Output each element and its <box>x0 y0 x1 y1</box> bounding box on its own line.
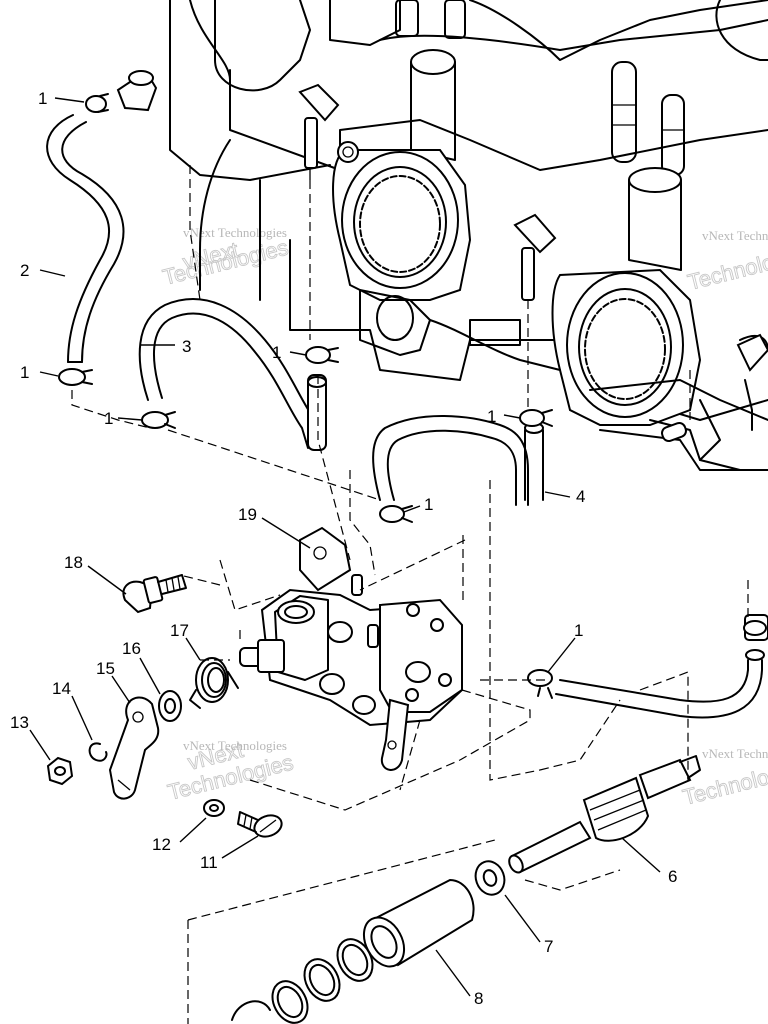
hose-4 <box>372 415 544 506</box>
callout-11: 11 <box>200 853 218 872</box>
callout-17: 17 <box>170 621 189 640</box>
gear-shaft-6 <box>508 755 701 874</box>
washer-12 <box>203 799 225 817</box>
callout-18: 18 <box>64 553 83 572</box>
oil-pump <box>239 526 464 771</box>
callout-14: 14 <box>52 679 71 698</box>
engine-block <box>169 0 768 471</box>
screw-11 <box>237 811 283 838</box>
eclip-14 <box>88 742 108 762</box>
clamp-right <box>743 620 767 636</box>
callout-3: 3 <box>182 337 191 356</box>
callout-13: 13 <box>10 713 29 732</box>
assembly-lines <box>71 165 749 1024</box>
callout-7: 7 <box>544 937 553 956</box>
clamps <box>58 70 767 699</box>
clamp-1a <box>85 93 109 113</box>
carb-fittings <box>298 83 768 372</box>
clamp-1g <box>527 669 553 699</box>
nut-13 <box>46 756 74 786</box>
callout-12: 12 <box>152 835 171 854</box>
callout-1-left: 1 <box>20 363 29 382</box>
spring-17 <box>189 657 239 709</box>
hose-3 <box>138 298 327 451</box>
watermark-outline-right: Technologies <box>685 240 768 295</box>
callout-1-top: 1 <box>38 89 47 108</box>
bushing-8 <box>362 878 475 968</box>
leader-lines <box>29 97 661 997</box>
callout-16: 16 <box>122 639 141 658</box>
callout-6: 6 <box>668 867 677 886</box>
carb-flange-1 <box>332 141 472 301</box>
callout-1-hose3: 1 <box>104 409 113 428</box>
watermark-right-top: vNext Technologies <box>702 228 768 243</box>
callout-labels: 1 2 1 1 1 3 1 1 4 1 19 18 17 16 15 14 13… <box>10 89 677 1008</box>
callout-1-right: 1 <box>574 621 583 640</box>
hose-5 <box>555 614 768 719</box>
clamp-1b <box>58 368 93 386</box>
callout-19: 19 <box>238 505 257 524</box>
callout-1-pump: 1 <box>424 495 433 514</box>
watermark-top: vNext Technologies <box>183 225 287 240</box>
bolt-18 <box>122 574 187 614</box>
washer-7 <box>474 860 506 896</box>
callout-2: 2 <box>20 261 29 280</box>
o-rings <box>231 938 374 1024</box>
lever-15 <box>108 696 160 800</box>
clamp-1e <box>519 409 553 427</box>
callout-15: 15 <box>96 659 115 678</box>
watermark-outline-right-2: Technologies <box>680 755 768 810</box>
hose-2 <box>46 114 125 363</box>
callout-8: 8 <box>474 989 483 1008</box>
callout-1-hose4: 1 <box>487 407 496 426</box>
hose-fitting-top <box>116 70 158 112</box>
clamp-1c <box>141 411 176 429</box>
callout-1-mid: 1 <box>272 343 281 362</box>
clamp-1f <box>379 505 413 523</box>
watermark-right-bottom: vNext Technologies <box>702 746 768 761</box>
clamp-1d <box>305 346 339 364</box>
watermark-middle: vNext Technologies <box>183 738 287 753</box>
carb-flange-2 <box>551 268 702 426</box>
callout-4: 4 <box>576 487 585 506</box>
washer-16 <box>158 690 182 722</box>
